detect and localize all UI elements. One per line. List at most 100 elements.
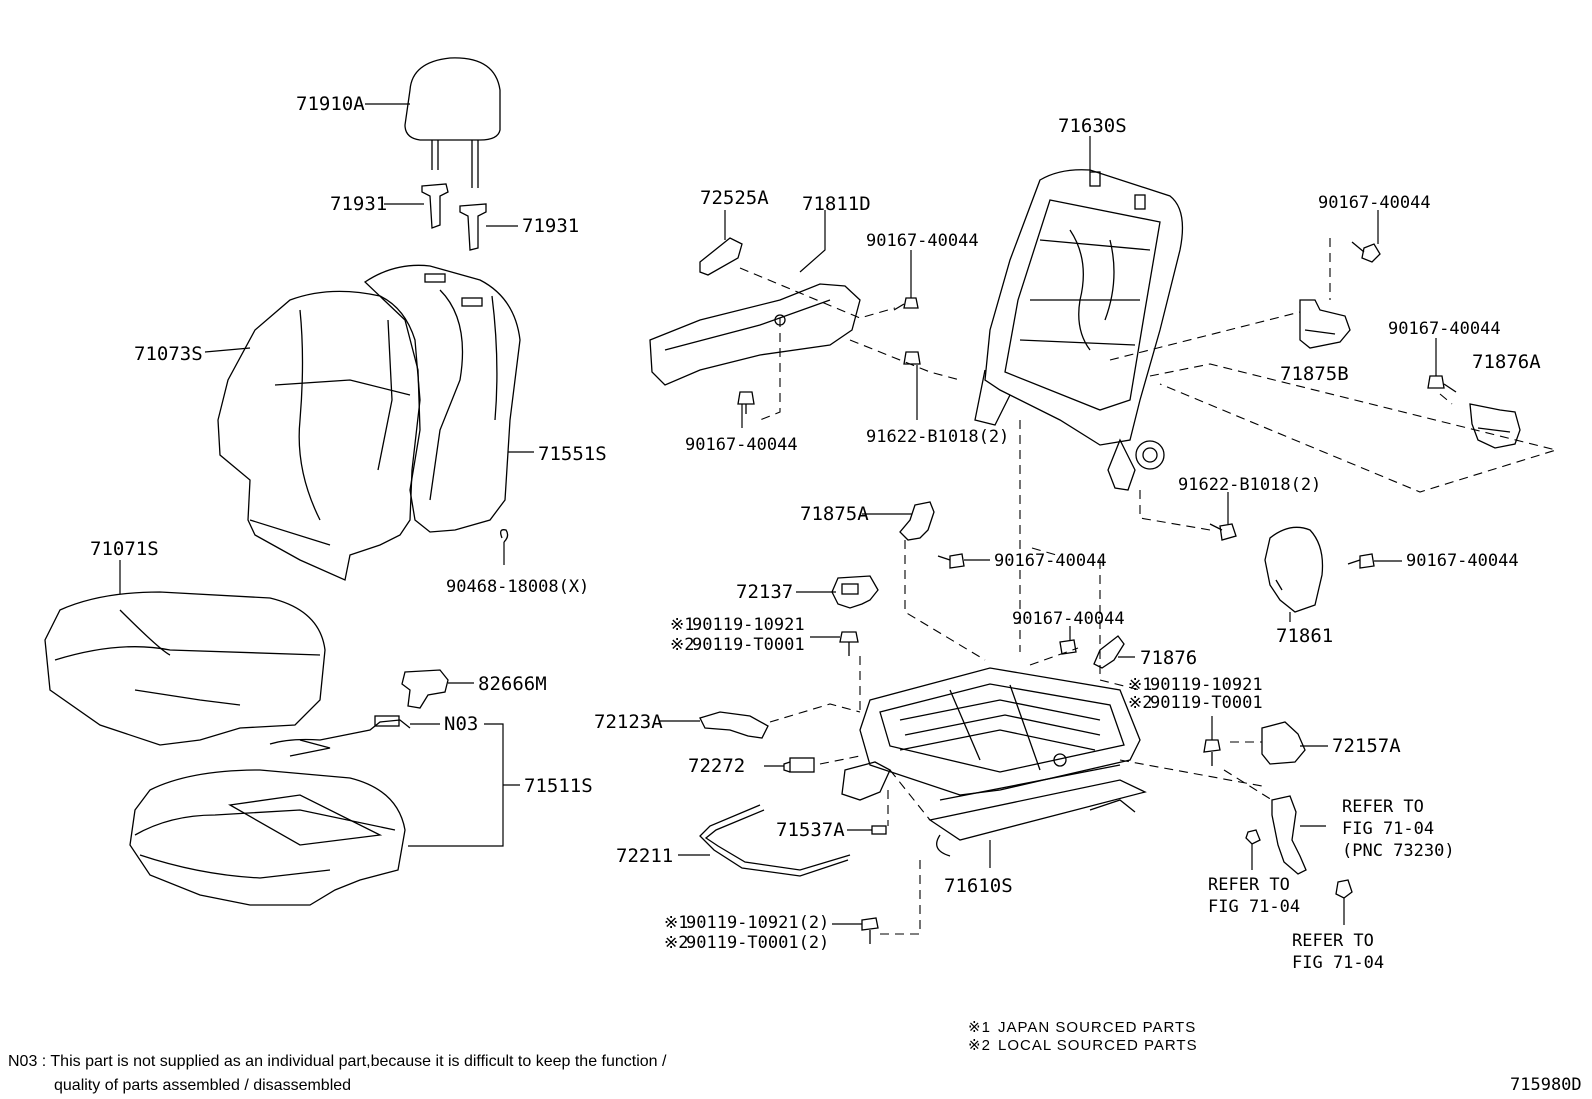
cover-71861 [1264, 526, 1324, 613]
legend-1-text: JAPAN SOURCED PARTS [998, 1019, 1196, 1036]
label-71537a: 71537A [776, 819, 845, 841]
bolt-g [1347, 553, 1375, 569]
refer-2-line1: REFER TO [1208, 875, 1290, 895]
seat-cushion-pad [129, 769, 406, 906]
label-90119-1c: 90119-10921(2) [686, 913, 829, 933]
headrest-guide-right [459, 203, 487, 251]
label-71875b: 71875B [1280, 363, 1349, 385]
footnote: N03 : This part is not supplied as an in… [8, 1053, 667, 1094]
diagram-id: 715980D [1510, 1075, 1582, 1095]
label-72525a: 72525A [700, 187, 769, 209]
label-90119-2c: 90119-T0001(2) [686, 933, 829, 953]
trim-72525a [699, 237, 743, 276]
bolt-d [1427, 375, 1457, 393]
bolt-90119-c [861, 917, 879, 944]
label-90167-d: 90167-40044 [1388, 319, 1501, 339]
bolt-f [1059, 639, 1077, 655]
label-72211: 72211 [616, 845, 673, 867]
label-71876a: 71876A [1472, 351, 1541, 373]
label-72157a: 72157A [1332, 735, 1401, 757]
label-90468: 90468-18008(X) [446, 577, 589, 597]
legend-2-text: LOCAL SOURCED PARTS [998, 1037, 1198, 1054]
label-90167-e: 90167-40044 [994, 551, 1107, 571]
bracket-71511s [408, 723, 504, 847]
bolt-90119-a [839, 631, 859, 656]
seat-cushion-cover [44, 591, 326, 746]
label-72123a: 72123A [594, 711, 663, 733]
connector-72272 [783, 757, 815, 773]
wire-72211 [699, 804, 851, 877]
headrest-guide-left [421, 183, 449, 229]
mark-2-b: ※2 [1128, 693, 1152, 713]
seatback-frame [974, 169, 1184, 491]
nut-a [1245, 829, 1261, 845]
bracket-72123a [699, 711, 769, 739]
legend: ※1 JAPAN SOURCED PARTS ※2 LOCAL SOURCED … [968, 1019, 1198, 1054]
label-90167-a: 90167-40044 [866, 231, 979, 251]
bolt-e [937, 553, 965, 569]
bracket-82666m [401, 669, 449, 709]
label-82666m: 82666M [478, 673, 547, 695]
bolt-91622-b [1209, 523, 1237, 541]
refer-3-line2: FIG 71-04 [1292, 953, 1384, 973]
label-90167-f: 90167-40044 [1012, 609, 1125, 629]
headrest [404, 57, 501, 188]
label-71630s: 71630S [1058, 115, 1127, 137]
bolt-c [1351, 241, 1381, 263]
refer-3-line1: REFER TO [1292, 931, 1374, 951]
label-71931-right: 71931 [522, 215, 579, 237]
shield-71875b [1299, 299, 1351, 349]
cover-72157a [1261, 721, 1306, 765]
clip-72137 [831, 575, 879, 609]
mark-1-a: ※1 [670, 615, 694, 635]
label-72272: 72272 [688, 755, 745, 777]
legend-2-mark: ※2 [968, 1037, 991, 1054]
footnote-line1: N03 : This part is not supplied as an in… [8, 1053, 667, 1070]
mark-2-c: ※2 [664, 933, 688, 953]
mark-1-c: ※1 [664, 913, 688, 933]
label-71811d: 71811D [802, 193, 871, 215]
label-90119-2b: 90119-T0001 [1150, 693, 1263, 713]
link-bracket [841, 761, 891, 801]
refer-1-line3: (PNC 73230) [1342, 841, 1455, 861]
seatback-pad [363, 264, 521, 533]
seat-belt-buckle [1271, 795, 1307, 875]
seatback-cover [217, 290, 421, 581]
leader [204, 347, 251, 353]
label-90119-1b: 90119-10921 [1150, 675, 1263, 695]
seat-adjuster [859, 667, 1147, 857]
leader [799, 210, 826, 273]
label-71875a: 71875A [800, 503, 869, 525]
label-71861: 71861 [1276, 625, 1333, 647]
label-71511s: 71511S [524, 775, 593, 797]
label-90167-b: 90167-40044 [685, 435, 798, 455]
legend-1-mark: ※1 [968, 1019, 991, 1036]
bracket-71876 [1093, 635, 1125, 669]
mark-1-b: ※1 [1128, 675, 1152, 695]
refer-2-line2: FIG 71-04 [1208, 897, 1300, 917]
label-71071s: 71071S [90, 538, 159, 560]
shield-71876a [1469, 403, 1521, 449]
label-71931-left: 71931 [330, 193, 387, 215]
wire-n03 [269, 715, 411, 757]
assembly-lines [739, 238, 1559, 935]
mark-2-a: ※2 [670, 635, 694, 655]
part-labels: 71910A 71931 71931 71073S 71551S 90468-1… [90, 93, 1541, 973]
clip-71537a [871, 825, 887, 835]
label-72137: 72137 [736, 581, 793, 603]
refer-1-line1: REFER TO [1342, 797, 1424, 817]
clip-90468 [500, 529, 509, 565]
bolt-a [893, 297, 919, 311]
bolt-91622-a [903, 351, 921, 365]
footnote-line2: quality of parts assembled / disassemble… [54, 1077, 351, 1094]
bracket-71875a [899, 501, 935, 541]
label-71910a: 71910A [296, 93, 365, 115]
refer-1-line2: FIG 71-04 [1342, 819, 1434, 839]
bolt-b [737, 391, 755, 414]
nut-b [1335, 879, 1353, 899]
label-71551s: 71551S [538, 443, 607, 465]
bolt-90119-b [1203, 739, 1221, 766]
label-90119-1a: 90119-10921 [692, 615, 805, 635]
